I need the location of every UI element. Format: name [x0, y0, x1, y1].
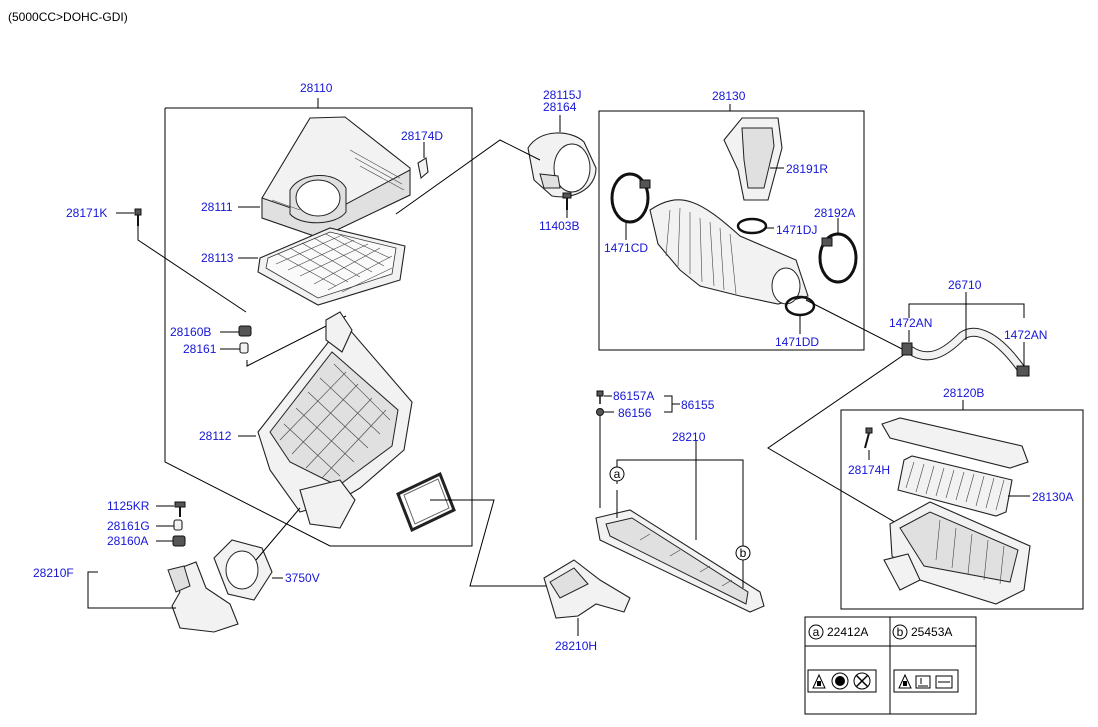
warning-label-a-icon — [807, 669, 877, 693]
label-28171K[interactable]: 28171K — [66, 206, 107, 220]
bolt-1125KR[interactable] — [174, 501, 186, 517]
label-28210F[interactable]: 28210F — [33, 566, 74, 580]
legend-table: a 22412A b 25453A — [804, 616, 977, 715]
label-28191R[interactable]: 28191R — [786, 162, 828, 176]
clamp-1471DD[interactable] — [784, 295, 816, 317]
label-28164[interactable]: 28164 — [543, 100, 577, 114]
collar-28161[interactable] — [239, 342, 249, 354]
screw-86157A[interactable] — [596, 390, 604, 404]
label-28120B[interactable]: 28120B — [943, 386, 984, 400]
label-28192A[interactable]: 28192A — [814, 206, 855, 220]
clamp-1472AN-right[interactable] — [1016, 365, 1030, 377]
label-86156[interactable]: 86156 — [618, 406, 652, 420]
label-28161[interactable]: 28161 — [183, 342, 217, 356]
air-duct-28210[interactable] — [595, 509, 765, 613]
label-1471DD[interactable]: 1471DD — [775, 335, 819, 349]
air-cleaner-cover[interactable] — [261, 116, 411, 239]
label-1125KR[interactable]: 1125KR — [107, 499, 150, 513]
resonator-28191R[interactable] — [723, 117, 783, 201]
label-28130[interactable]: 28130 — [712, 89, 746, 103]
callout-a-marker: a — [609, 466, 625, 482]
air-cleaner-body[interactable] — [257, 311, 413, 529]
label-28174D[interactable]: 28174D — [401, 129, 443, 143]
gasket-ring[interactable] — [396, 471, 456, 533]
clip-86156[interactable] — [596, 408, 604, 509]
label-28174H[interactable]: 28174H — [848, 463, 890, 477]
screw-11403B[interactable] — [562, 192, 572, 210]
intake-hose-group-frame — [598, 104, 865, 351]
label-28112[interactable]: 28112 — [199, 429, 232, 443]
maf-sensor[interactable] — [527, 132, 597, 198]
label-28110[interactable]: 28110 — [300, 81, 333, 95]
filter-element[interactable] — [257, 227, 406, 306]
callout-a: a — [614, 467, 621, 481]
duct-28210F[interactable] — [167, 561, 239, 633]
clamp-1471CD[interactable] — [610, 172, 651, 224]
filter-28130A[interactable] — [897, 455, 1013, 517]
callout-b: b — [740, 546, 747, 560]
label-28115J[interactable]: 28115J — [543, 88, 581, 102]
label-26710[interactable]: 26710 — [948, 278, 982, 292]
air-cleaner-group-frame — [164, 98, 473, 547]
duct-28210H[interactable] — [543, 559, 631, 619]
clip-28174D[interactable] — [417, 157, 429, 180]
bolt-28171K[interactable] — [134, 208, 142, 226]
engine-spec: (5000CC>DOHC-GDI) — [8, 10, 128, 24]
label-28160B[interactable]: 28160B — [170, 325, 211, 339]
legend-a-letter: a — [813, 625, 820, 639]
air-cleaner-b-frame — [840, 400, 1084, 610]
collar-28161G[interactable] — [173, 519, 183, 531]
clamp-1472AN-left[interactable] — [901, 342, 913, 356]
label-1472AN-right[interactable]: 1472AN — [1004, 328, 1047, 342]
cover-28120B[interactable] — [881, 417, 1029, 469]
label-3750V[interactable]: 3750V — [285, 571, 320, 585]
bolt-28174H[interactable] — [864, 427, 873, 449]
label-11403B[interactable]: 11403B — [539, 219, 579, 233]
grommet-28160B[interactable] — [238, 325, 252, 337]
clamp-28192A[interactable] — [818, 232, 858, 284]
legend-b-code[interactable]: 25453A — [911, 625, 952, 639]
intake-hose[interactable] — [649, 199, 809, 305]
label-86155[interactable]: 86155 — [681, 398, 715, 412]
callout-b-marker: b — [735, 545, 751, 561]
breather-hose[interactable] — [907, 327, 1026, 373]
clamp-1471DJ[interactable] — [736, 217, 768, 235]
body-28120B[interactable] — [883, 501, 1031, 605]
label-28130A[interactable]: 28130A — [1032, 490, 1073, 504]
legend-b-letter: b — [897, 625, 904, 639]
label-1471DJ[interactable]: 1471DJ — [776, 223, 817, 237]
legend-a-code[interactable]: 22412A — [827, 625, 868, 639]
label-86157A[interactable]: 86157A — [613, 389, 654, 403]
label-28111[interactable]: 28111 — [201, 200, 233, 214]
grommet-28160A[interactable] — [172, 535, 186, 547]
label-1471CD[interactable]: 1471CD — [604, 241, 648, 255]
label-28160A[interactable]: 28160A — [107, 534, 148, 548]
label-28210H[interactable]: 28210H — [555, 639, 597, 653]
sensor-3750V[interactable] — [213, 539, 273, 601]
warning-label-b-icon — [893, 669, 959, 693]
label-1472AN-left[interactable]: 1472AN — [889, 316, 932, 330]
label-28113[interactable]: 28113 — [201, 251, 234, 265]
label-28210[interactable]: 28210 — [672, 430, 706, 444]
label-28161G[interactable]: 28161G — [107, 519, 150, 533]
